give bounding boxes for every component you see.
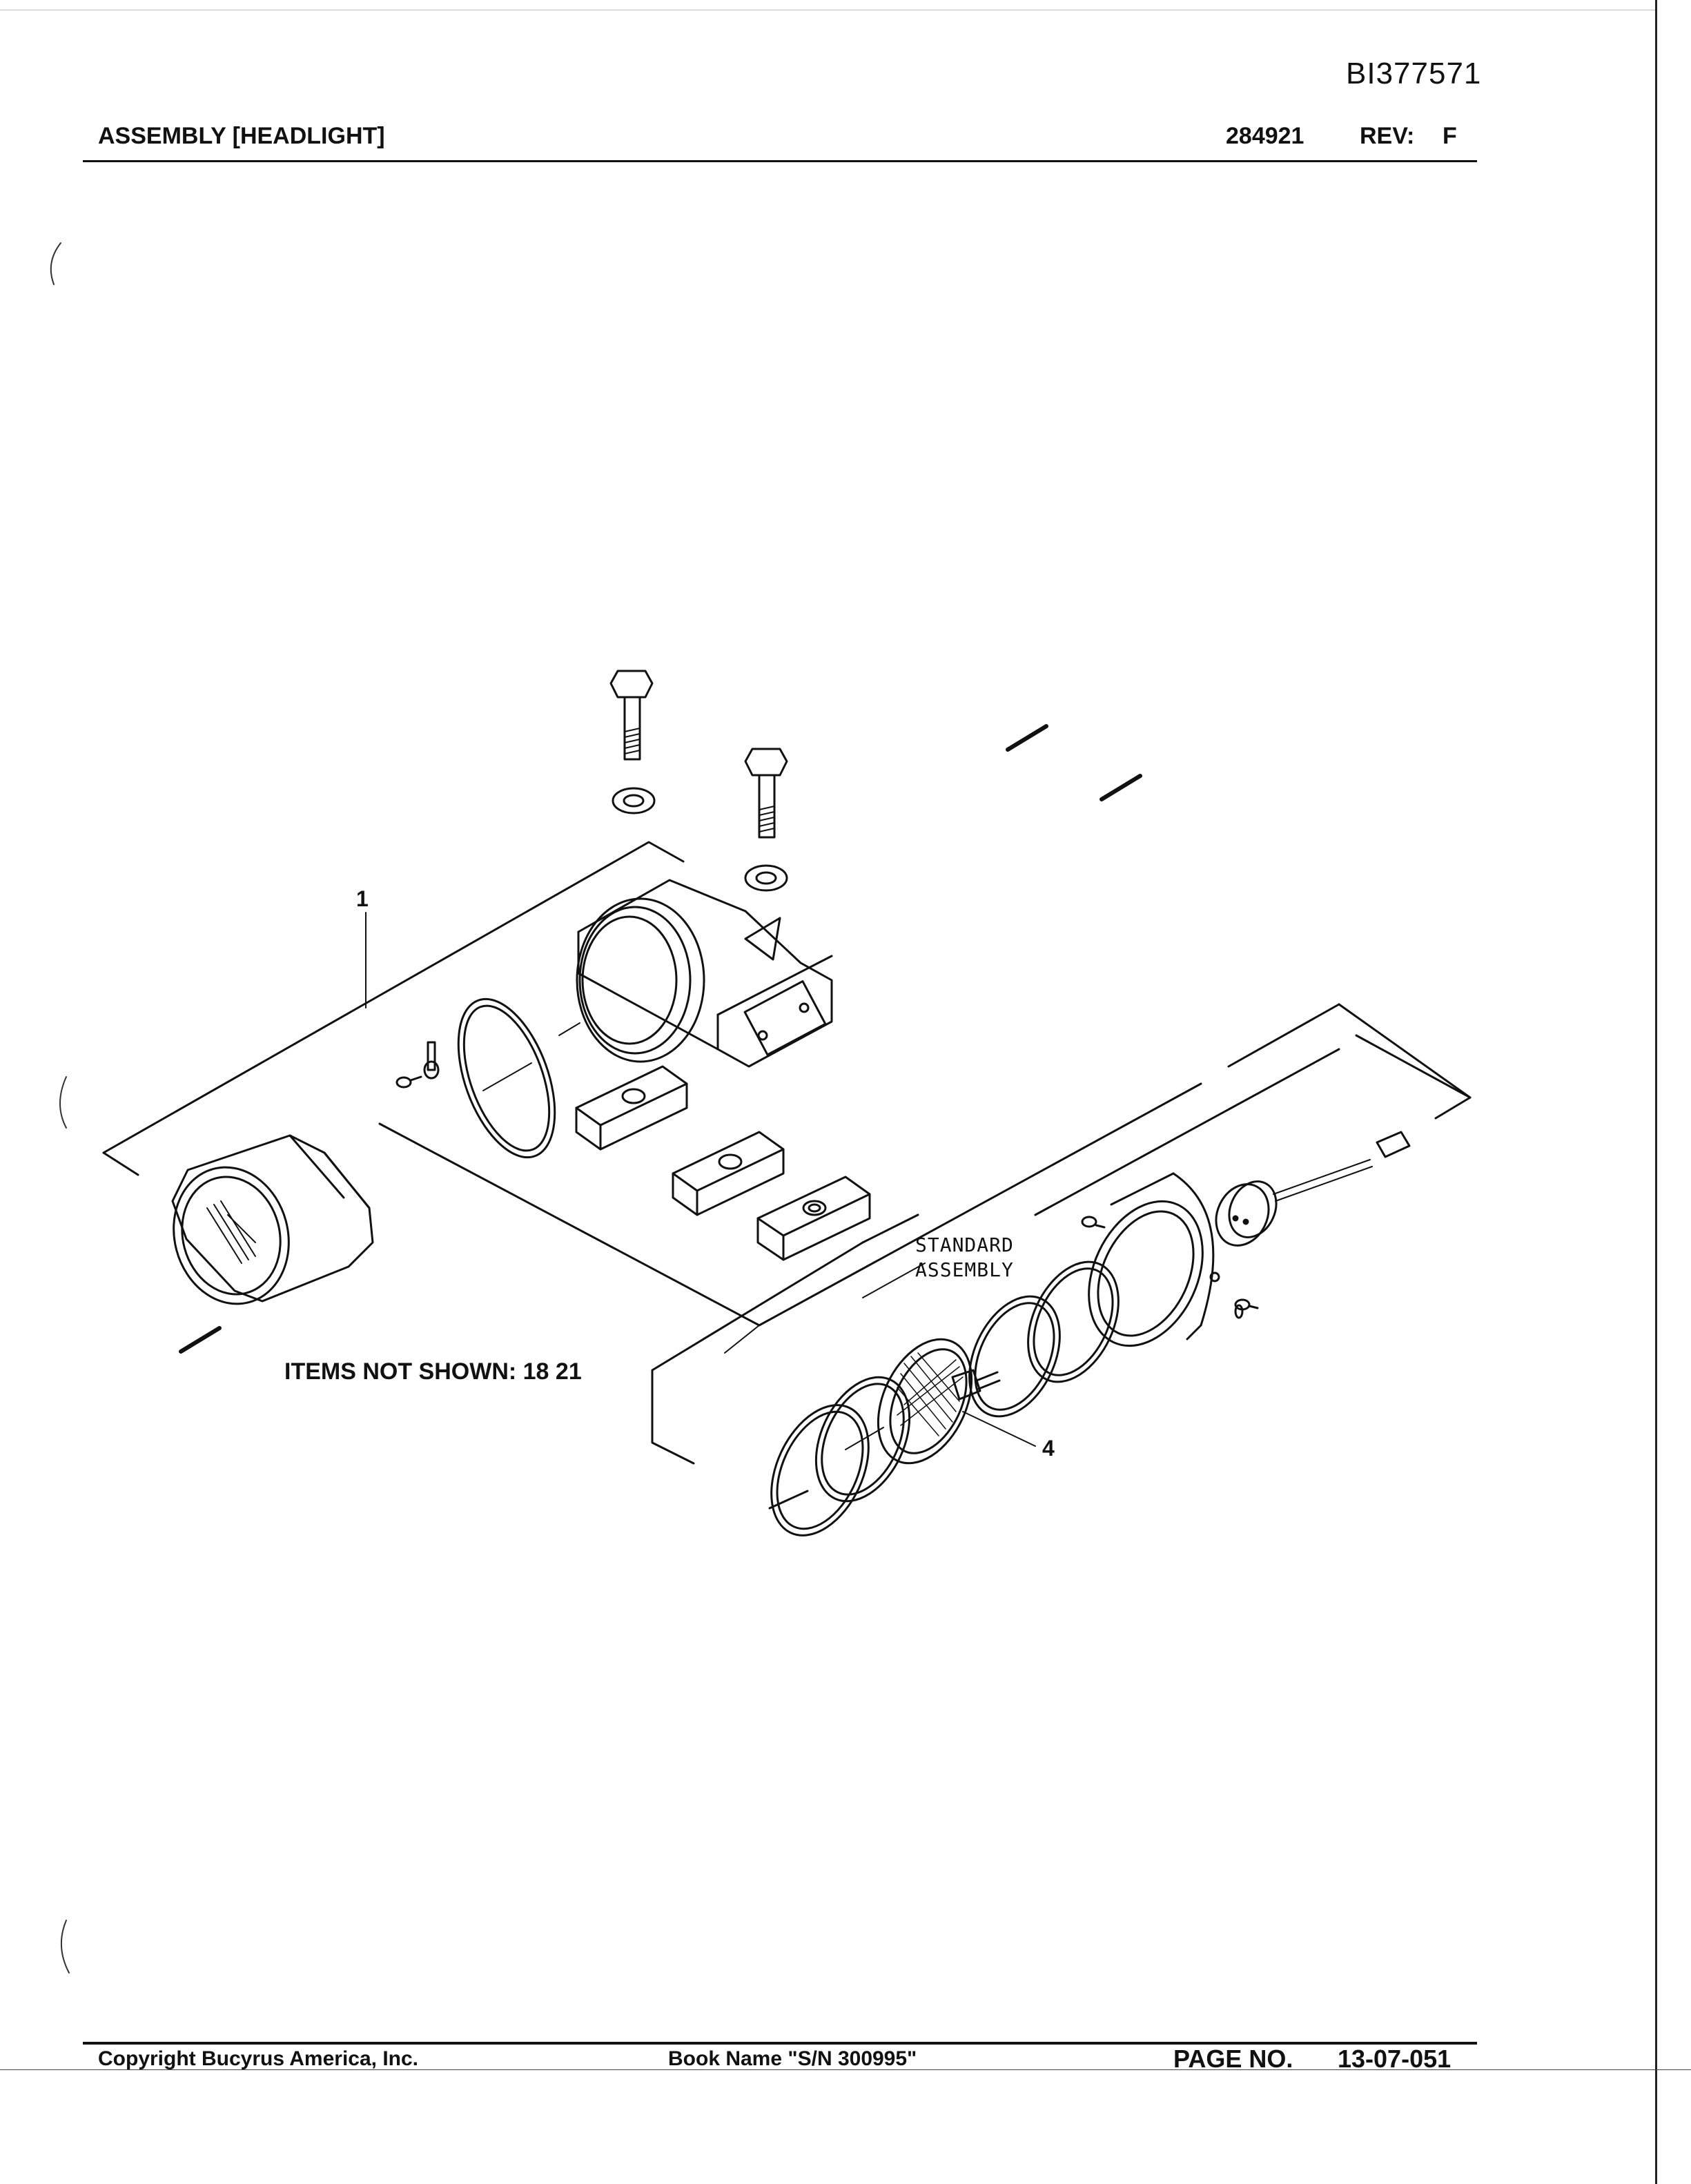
o-ring-2 [814, 1376, 911, 1503]
binder-hole-marks [50, 242, 70, 1973]
ground-screw [395, 1041, 440, 1089]
lamp-retainer-housing [1088, 1172, 1220, 1347]
retaining-ring-1 [770, 1404, 870, 1537]
header-rule [83, 160, 1477, 162]
standard-assembly-outline [651, 1003, 1472, 1510]
lamp-connector [1215, 1131, 1411, 1247]
set-screws [179, 724, 1142, 1354]
small-screws [1081, 1216, 1259, 1319]
bolt-right [744, 748, 788, 892]
retaining-ring-4 [1027, 1260, 1120, 1383]
revision-value: F [1443, 123, 1457, 149]
document-id: BI377571 [1346, 57, 1482, 90]
page-number-label: PAGE NO. [1173, 2045, 1293, 2073]
o-ring-3 [968, 1295, 1061, 1418]
headlight-housing [576, 879, 833, 1068]
footer-rule [83, 2042, 1477, 2045]
scan-right-edge [1655, 0, 1657, 2184]
callout-item-1: 1 [356, 886, 369, 911]
book-name: Book Name "S/N 300995" [668, 2047, 917, 2070]
standard-assembly-label: STANDARD ASSEMBLY [915, 1233, 1014, 1283]
page-title: ASSEMBLY [HEADLIGHT] [98, 123, 385, 149]
mounting-block-1 [575, 1065, 688, 1151]
standard-assembly-line-2: ASSEMBLY [915, 1258, 1014, 1281]
revision-label: REV: [1360, 123, 1415, 149]
mounting-block-2 [672, 1131, 785, 1216]
housing-o-ring [457, 997, 580, 1159]
standard-assembly-line-1: STANDARD [915, 1234, 1014, 1256]
bolt-left [609, 670, 656, 815]
housing-assembly-outline [102, 841, 1202, 1354]
footer-scan-line [0, 2069, 1691, 2070]
page-number-value: 13-07-051 [1338, 2045, 1451, 2073]
mounting-block-3 [756, 1176, 871, 1261]
part-number: 284921 [1226, 123, 1304, 149]
sealed-beam-lamp [877, 1338, 1036, 1465]
items-not-shown-note: ITEMS NOT SHOWN: 18 21 [284, 1358, 582, 1385]
lens-guard-nut [171, 1134, 374, 1305]
callout-item-4: 4 [1042, 1436, 1055, 1461]
copyright-text: Copyright Bucyrus America, Inc. [98, 2047, 419, 2070]
